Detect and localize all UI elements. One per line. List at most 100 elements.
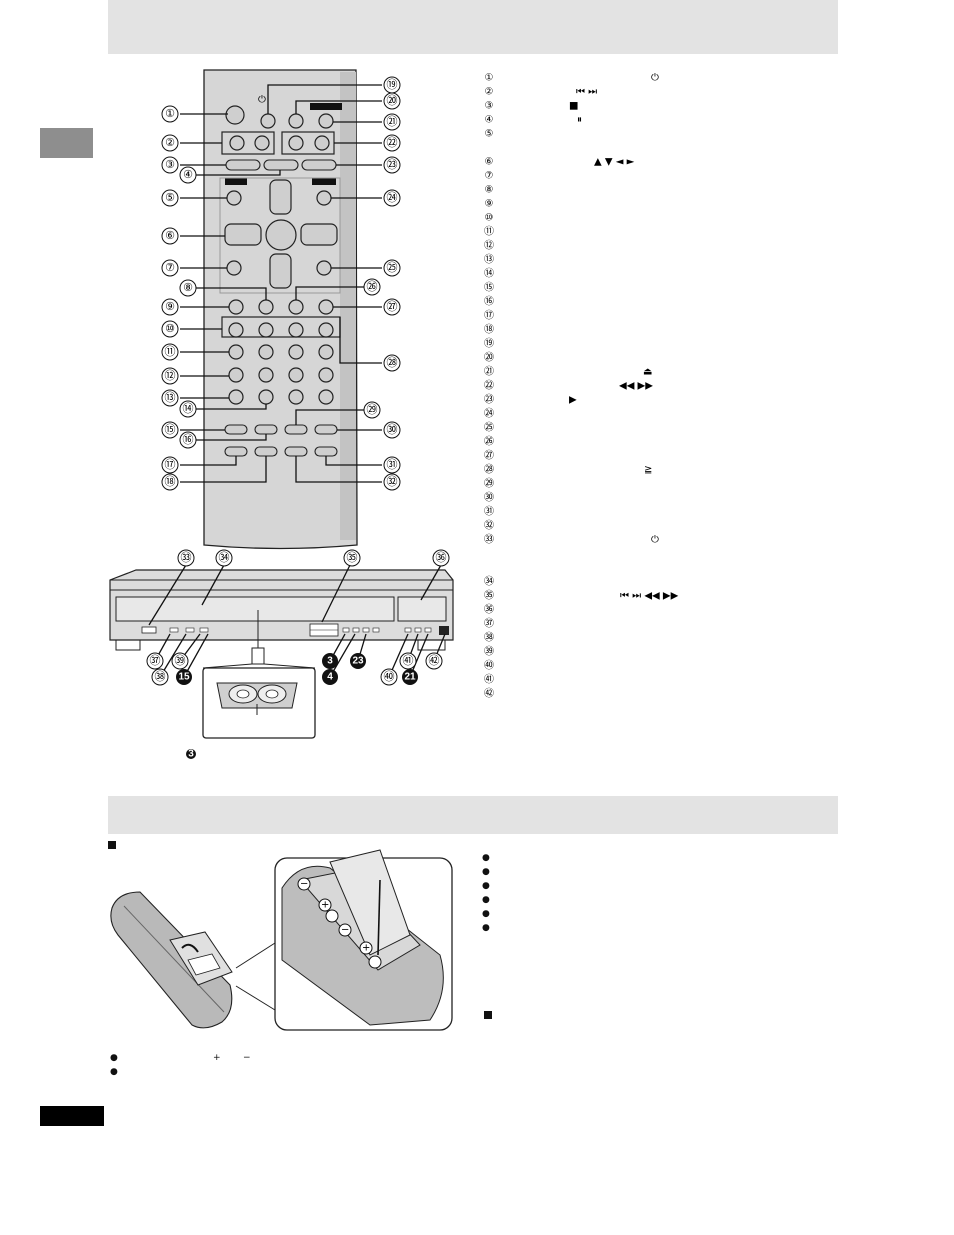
svg-text:㉛: ㉛: [484, 506, 494, 518]
remote-control-illustration: ⏻: [203, 69, 358, 550]
svg-text:㊲: ㊲: [150, 654, 161, 667]
svg-text:㊷: ㊷: [429, 654, 440, 667]
svg-text:⑲: ⑲: [387, 78, 398, 91]
battery-zoom-lines: [235, 942, 276, 1011]
rc-rew-button: [288, 135, 304, 151]
svg-text:⑰: ⑰: [165, 458, 176, 471]
svg-text:⑧: ⑧: [183, 282, 193, 294]
svg-text:⑮: ⑮: [165, 423, 176, 436]
svg-text:㉖: ㉖: [484, 436, 494, 448]
bullet-dot: ●: [482, 909, 490, 919]
svg-text:+: +: [362, 943, 370, 954]
section-square-marker-2: [484, 1011, 492, 1019]
svg-text:23: 23: [352, 656, 364, 667]
page-language-tab: [40, 1106, 104, 1126]
svg-text:㉔: ㉔: [387, 191, 398, 204]
svg-text:㉘: ㉘: [387, 356, 398, 369]
svg-text:㊳: ㊳: [155, 670, 166, 683]
svg-text:㉚: ㉚: [387, 423, 398, 436]
bullet-dot: ●: [482, 881, 490, 891]
rc-numeric-keypad: [228, 322, 334, 405]
svg-text:㉟: ㉟: [484, 590, 494, 602]
svg-text:①: ①: [165, 108, 175, 120]
remote-back-battery-illustration: [110, 891, 233, 1029]
power-icon: ⏻: [651, 73, 659, 84]
bullet-dot: ●: [482, 867, 490, 877]
bullet-dot: ●: [110, 1067, 118, 1077]
svg-text:㉖: ㉖: [367, 280, 378, 293]
svg-text:㉙: ㉙: [484, 478, 494, 490]
svg-text:⑤: ⑤: [485, 129, 494, 140]
plus-sign: +: [213, 1053, 221, 1063]
svg-text:㉕: ㉕: [484, 422, 494, 434]
svg-text:㉗: ㉗: [387, 300, 398, 313]
bullet-dot: ●: [110, 1053, 118, 1063]
rc-eject-button: [318, 113, 334, 129]
svg-text:㊱: ㊱: [484, 604, 494, 616]
svg-text:㊶: ㊶: [403, 654, 414, 667]
section-square-marker: [108, 841, 116, 849]
svg-text:㉝: ㉝: [181, 551, 192, 564]
rc-cursor-left: [224, 223, 262, 246]
svg-text:21: 21: [404, 672, 416, 683]
svg-text:㉗: ㉗: [484, 450, 494, 462]
play-icon: ▶: [569, 395, 577, 406]
svg-text:㉙: ㉙: [367, 403, 378, 416]
rc-skip-fwd-button: [254, 135, 270, 151]
minus-sign: −: [243, 1053, 251, 1063]
svg-text:㉜: ㉜: [484, 520, 494, 532]
key-list-icons: ⏻ ⏮ ⏭ ■ ⏸ ▲ ▼ ◄ ► ⏏ ◀◀ ▶▶ ▶ ≧ ⏻ ⏮ ⏭ ◀◀ ▶…: [569, 73, 679, 602]
rc-button-7: [226, 260, 242, 276]
svg-text:㉔: ㉔: [484, 408, 494, 420]
rc-button-5: [226, 190, 242, 206]
rc-ff-button: [314, 135, 330, 151]
svg-text:㉝: ㉝: [484, 534, 494, 546]
rc-skip-back-button: [229, 135, 245, 151]
svg-text:3: 3: [188, 749, 194, 760]
svg-text:㉞: ㉞: [484, 576, 494, 588]
svg-text:㊱: ㊱: [436, 551, 447, 564]
svg-text:⑪: ⑪: [165, 345, 176, 358]
svg-text:+: +: [321, 900, 329, 911]
svg-text:⑬: ⑬: [484, 254, 494, 266]
greater-equal-icon: ≧: [644, 465, 652, 476]
svg-text:⑧: ⑧: [485, 185, 494, 196]
svg-text:⑮: ⑮: [484, 282, 494, 294]
svg-text:㉑: ㉑: [484, 366, 494, 378]
svg-text:①: ①: [485, 73, 494, 84]
svg-text:㉒: ㉒: [387, 136, 398, 149]
svg-text:⑪: ⑪: [484, 226, 494, 238]
svg-text:㉟: ㉟: [347, 551, 358, 564]
svg-text:⑯: ⑯: [183, 433, 194, 446]
main-unit-black-callouts: 15 3 4 23 21 3: [176, 653, 418, 760]
svg-text:㊶: ㊶: [484, 674, 494, 686]
rc-power-button: [225, 105, 245, 125]
svg-text:⑲: ⑲: [484, 338, 494, 350]
svg-text:⑱: ⑱: [165, 475, 176, 488]
svg-text:㉓: ㉓: [387, 158, 398, 171]
svg-text:⑥: ⑥: [485, 157, 494, 168]
svg-text:⑤: ⑤: [165, 192, 175, 204]
rc-button-24: [316, 190, 332, 206]
skip-icon: ⏮ ⏭: [576, 87, 597, 98]
svg-text:⑭: ⑭: [484, 268, 494, 280]
svg-text:②: ②: [485, 87, 494, 98]
svg-text:㊲: ㊲: [484, 618, 494, 630]
battery-section-header-band: [108, 796, 838, 834]
svg-text:⑥: ⑥: [165, 230, 175, 242]
rc-cursor-right: [300, 223, 338, 246]
svg-text:㉕: ㉕: [387, 261, 398, 274]
svg-text:⑳: ⑳: [387, 94, 398, 107]
rc-button-25: [316, 260, 332, 276]
svg-text:⑫: ⑫: [165, 369, 176, 382]
pause-icon: ⏸: [577, 115, 582, 126]
svg-text:㉑: ㉑: [387, 115, 398, 128]
svg-text:−: −: [300, 879, 308, 890]
display-window: [397, 596, 447, 622]
eject-icon: ⏏: [643, 367, 652, 378]
svg-text:㊴: ㊴: [175, 654, 186, 667]
svg-text:④: ④: [183, 169, 193, 181]
rc-button-20: [288, 113, 304, 129]
chapter-side-tab: [40, 128, 93, 158]
top-section-header-band: [108, 0, 838, 54]
